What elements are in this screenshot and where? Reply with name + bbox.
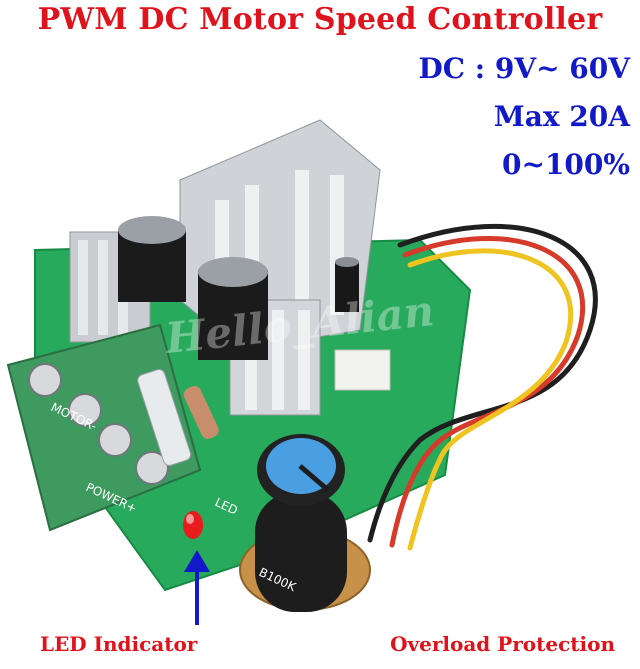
wire-bundle — [367, 223, 598, 551]
arrow-up-icon — [184, 550, 210, 625]
spec-range: 0~100% — [502, 148, 630, 181]
caption-overload-protection: Overload Protection — [390, 632, 615, 656]
caption-led-indicator: LED Indicator — [40, 632, 198, 656]
fuse — [137, 369, 192, 466]
capacitor-2 — [198, 257, 268, 360]
capacitor-3 — [335, 257, 359, 312]
resistor — [183, 386, 219, 439]
page-title: PWM DC Motor Speed Controller — [37, 2, 603, 37]
wire-connector — [334, 349, 391, 391]
potentiometer — [239, 434, 371, 612]
terminal-screws — [28, 363, 169, 485]
spec-current: Max 20A — [493, 100, 630, 133]
led-indicator — [183, 511, 203, 539]
spec-voltage: DC : 9V~ 60V — [418, 52, 630, 85]
capacitor-1 — [118, 216, 186, 302]
